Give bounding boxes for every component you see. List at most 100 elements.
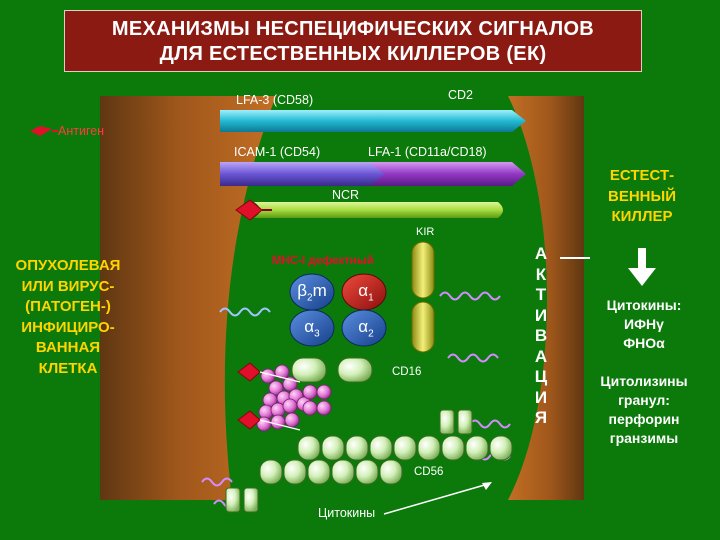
target-cell-label-line: ИЛИ ВИРУС- <box>21 277 115 295</box>
alpha2-symbol: α <box>358 317 369 336</box>
mhc-label: MHC-I дефектный <box>272 255 374 267</box>
cd56-bead <box>355 459 379 485</box>
title-banner: МЕХАНИЗМЫ НЕСПЕЦИФИЧЕСКИХ СИГНАЛОВ ДЛЯ Е… <box>64 10 642 72</box>
alpha2-domain <box>341 309 387 347</box>
cd56-bead <box>331 459 355 485</box>
b2m-symbol: β <box>297 281 308 300</box>
cd2-label: CD2 <box>448 88 474 102</box>
kir-receptor-top <box>411 241 435 299</box>
activation-letter: К <box>535 264 547 284</box>
activation-letter: Я <box>534 408 548 427</box>
output-arrow-head <box>628 268 656 286</box>
cytokine-arrow-head <box>482 482 492 490</box>
cd56-bead <box>297 435 321 461</box>
cd56-bead <box>369 435 393 461</box>
cytolysin-output-line: гранзимы <box>609 430 679 446</box>
cytokines-label: Цитокины <box>318 506 376 520</box>
wavy-tail <box>439 291 501 301</box>
ligand-bead <box>260 368 276 384</box>
wavy-tail <box>469 419 511 429</box>
wavy-tail <box>447 353 499 363</box>
target-cell-membrane <box>100 96 276 500</box>
title-line-2: ДЛЯ ЕСТЕСТВЕННЫХ КИЛЛЕРОВ (ЕК) <box>159 43 547 65</box>
alpha1-domain-label: α1 <box>346 281 386 303</box>
cytokine-output-line: ИФНγ <box>624 316 664 332</box>
target-cell-label-line: ИНФИЦИРО- <box>21 318 115 336</box>
ligand-bead <box>316 384 332 400</box>
activation-label: А К Т И В А Ц И Я <box>531 244 551 429</box>
cd56-bead <box>321 435 345 461</box>
bead-pair <box>439 409 473 435</box>
nk-cell-membrane <box>508 96 584 500</box>
target-cell-label-line: ВАННАЯ <box>35 339 101 356</box>
cd2-arrow <box>348 110 526 132</box>
alpha3-domain <box>289 309 335 347</box>
alpha1-subscript: 1 <box>368 292 374 304</box>
kir-receptor-bottom <box>411 301 435 353</box>
nk-cell-label: ЕСТЕСТ- ВЕННЫЙ КИЛЛЕР <box>586 166 698 228</box>
cd16-label: CD16 <box>392 366 422 378</box>
cytokine-output: Цитокины: ИФНγ ФНОα <box>592 296 696 353</box>
icam1-arrow <box>220 162 393 186</box>
cd56-domains <box>259 435 513 485</box>
cd56-bead <box>489 435 513 461</box>
alpha3-symbol: α <box>304 317 315 336</box>
cd16-domains <box>291 357 373 383</box>
target-cell-label-line: (ПАТОГЕН-) <box>25 298 111 315</box>
ligand-clusters <box>237 362 332 432</box>
kir-label: KIR <box>416 226 435 238</box>
alpha2-domain-label: α2 <box>346 317 386 339</box>
cytolysin-output-line: гранул: <box>618 392 670 408</box>
cd56-bead <box>379 459 403 485</box>
cd56-bead <box>417 435 441 461</box>
ncr-label: NCR <box>332 188 360 202</box>
cd56-bead <box>345 435 369 461</box>
icam1-label: ICAM-1 (CD54) <box>234 145 321 159</box>
b2m-tail: m <box>312 281 327 300</box>
ligand-bead <box>268 380 284 396</box>
cd56-bead <box>393 435 417 461</box>
cytokine-arrow <box>383 483 489 515</box>
cd56-bead <box>283 459 307 485</box>
ligand-bead <box>284 412 300 428</box>
lfa3-arrow <box>220 110 368 132</box>
alpha1-symbol: α <box>358 281 369 300</box>
target-cell-label: ОПУХОЛЕВАЯ ИЛИ ВИРУС- (ПАТОГЕН-) ИНФИЦИР… <box>2 256 134 379</box>
activation-letter: И <box>534 387 548 407</box>
ligand-bead <box>302 400 318 416</box>
nk-cell-label-line: ВЕННЫЙ <box>608 187 676 205</box>
red-ligand-marker <box>237 410 301 431</box>
antigen-label: Антиген <box>58 124 105 138</box>
activation-letter: И <box>534 305 548 325</box>
bead-pair <box>225 487 259 513</box>
target-cell-label-line: ОПУХОЛЕВАЯ <box>15 257 121 274</box>
cd56-bead <box>307 459 331 485</box>
cd56-bead <box>441 435 465 461</box>
cytolysin-output-line: Цитолизины <box>600 373 688 389</box>
cd56-label: CD56 <box>414 466 444 478</box>
target-cell-label-line: КЛЕТКА <box>38 359 98 377</box>
activation-letter: А <box>534 244 548 263</box>
activation-letter: В <box>534 326 548 345</box>
alpha3-subscript: 3 <box>314 328 320 340</box>
b2m-domain-label: β2m <box>292 281 332 303</box>
ligand-bead <box>274 364 290 380</box>
activation-letter: А <box>534 346 548 366</box>
nk-cell-label-line: КИЛЛЕР <box>611 208 673 225</box>
output-arrow-shaft <box>638 248 646 270</box>
antigen-marker <box>30 126 52 136</box>
alpha3-domain-label: α3 <box>292 317 332 339</box>
ncr-bar <box>254 202 503 218</box>
ligand-bead <box>282 398 298 414</box>
cytolysin-output-line: перфорин <box>608 411 680 427</box>
ligand-bead <box>316 400 332 416</box>
cytolysin-output: Цитолизины гранул: перфорин гранзимы <box>586 372 702 448</box>
red-ligand-marker <box>237 362 301 383</box>
alpha2-subscript: 2 <box>368 328 374 340</box>
ligand-bead <box>270 414 286 430</box>
wavy-tail <box>219 307 271 317</box>
lfa1-label: LFA-1 (CD11a/CD18) <box>368 145 487 159</box>
cd56-bead <box>259 459 283 485</box>
title-line-1: МЕХАНИЗМЫ НЕСПЕЦИФИЧЕСКИХ СИГНАЛОВ <box>111 18 595 40</box>
